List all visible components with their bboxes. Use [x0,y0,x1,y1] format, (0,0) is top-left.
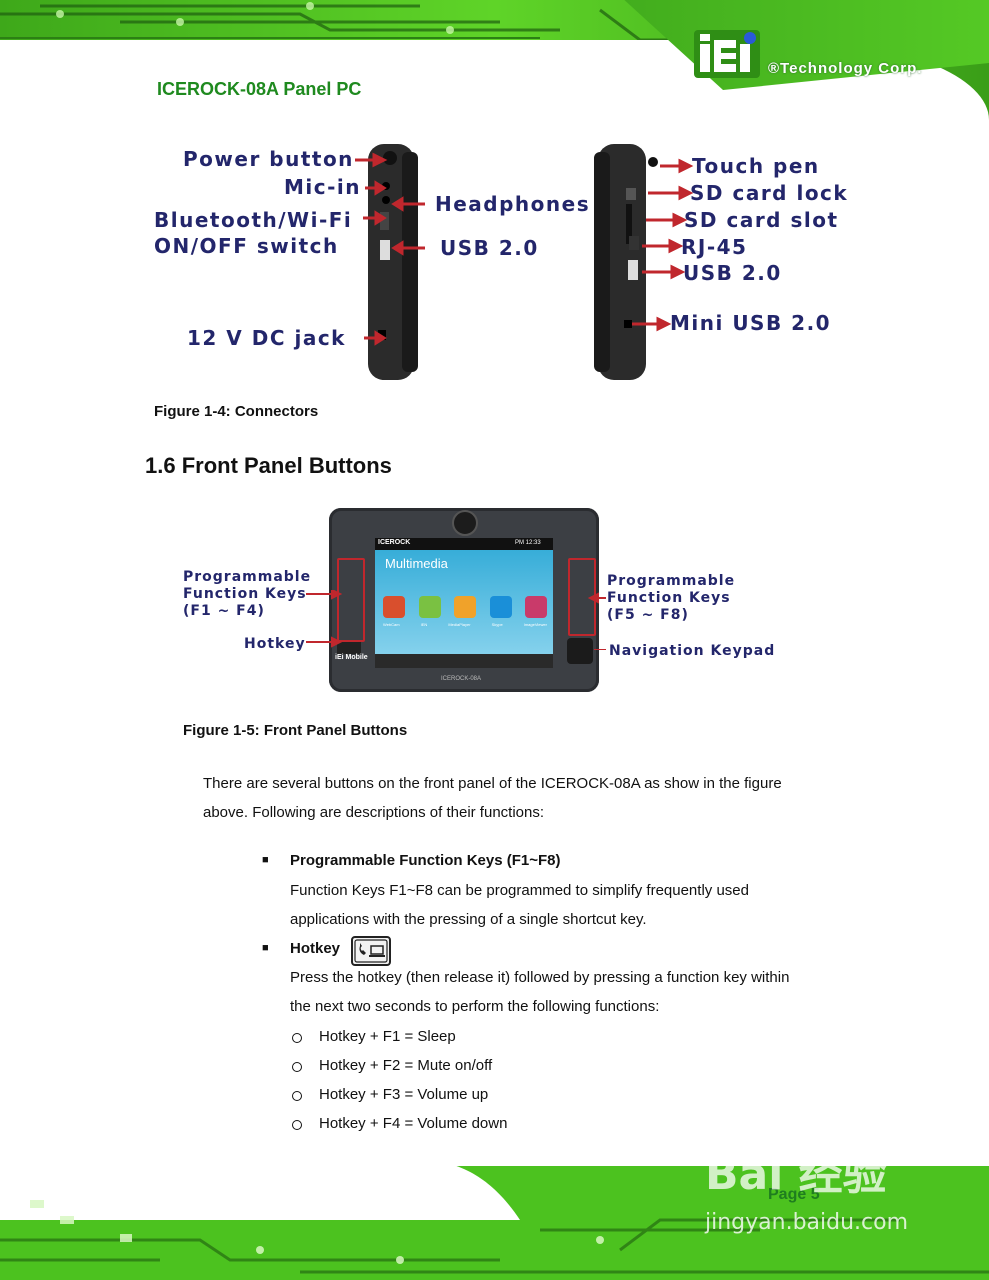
bullet-marker: ■ [262,942,269,954]
sub-bullet-circle [292,1091,302,1101]
screen-clock: PM 12:33 [515,540,541,546]
sub-bullet-circle [292,1033,302,1043]
sub-item-1: Hotkey + F1 = Sleep [319,1028,456,1045]
screen-app-row [383,596,547,626]
bullet2-line-2: the next two seconds to perform the foll… [290,998,660,1015]
figure-1-5-caption: Figure 1-5: Front Panel Buttons [183,722,408,739]
label-sd-card-slot: SD card slot [684,208,839,232]
baidu-watermark-url: jingyan.baidu.com [705,1210,909,1235]
hotkey-key-icon [351,936,391,971]
bullet2-title: Hotkey [290,940,341,957]
app-label: ImageViewer [523,622,547,627]
label-usb-left: USB 2.0 [440,236,539,260]
figure5-arrows [306,590,606,650]
sub-item-4: Hotkey + F4 = Volume down [319,1115,508,1132]
label-on-off-switch: ON/OFF switch [154,234,339,258]
section-heading: 1.6 Front Panel Buttons [145,453,392,478]
label-bluetooth-wifi: Bluetooth/Wi-Fi [154,208,353,232]
label-prog-keys-right-1: Programmable [607,573,736,589]
label-usb-right: USB 2.0 [683,261,782,285]
bullet2-line-1: Press the hotkey (then release it) follo… [290,969,790,986]
screen-taskbar [375,654,553,668]
app-label: Skype [491,622,503,627]
left-function-keys [337,558,365,642]
label-mic-in: Mic-in [284,175,362,199]
bezel-logo: iEi Mobile [335,654,368,661]
logo-company-name: ®Technology Corp. [768,60,923,77]
label-touch-pen: Touch pen [692,154,820,178]
app-label: WebCam [383,622,400,627]
label-hotkey: Hotkey [244,636,306,652]
sub-bullet-circle [292,1120,302,1130]
screen-brand: ICEROCK [378,539,411,546]
app-webcam-icon [383,596,405,618]
document-title: ICEROCK-08A Panel PC [157,79,362,99]
label-prog-keys-right-2: Function Keys [607,590,731,606]
sub-item-3: Hotkey + F3 = Volume up [319,1086,489,1103]
label-headphones: Headphones [435,192,591,216]
page-number: Page 5 [768,1186,820,1203]
bullet1-line-2: applications with the pressing of a sing… [290,911,647,928]
screen-app-title: Multimedia [385,556,448,571]
label-sd-card-lock: SD card lock [690,181,849,205]
panel-pc-front: iEi Mobile ICEROCK-08A ICEROCK PM 12:33 … [329,508,599,692]
label-rj45: RJ-45 [681,235,748,259]
figure-1-4-caption: Figure 1-4: Connectors [154,403,319,420]
label-power-button: Power button [183,147,354,171]
bullet1-line-1: Function Keys F1~F8 can be programmed to… [290,882,749,899]
screen: ICEROCK PM 12:33 Multimedia WebCam IEN M… [375,538,553,668]
intro-line-2: above. Following are descriptions of the… [203,804,545,821]
bullet-marker: ■ [262,854,269,866]
label-dc-jack: 12 V DC jack [187,326,346,350]
label-prog-keys-left-1: Programmable [183,569,312,585]
hotkey-button [337,642,361,654]
webcam-icon [452,510,478,536]
app-ien-icon [418,596,441,618]
app-mediaplayer-icon [454,596,476,618]
screen-app-labels: WebCam IEN MediaPlayer Skype ImageViewer [383,622,547,627]
figure-connectors [150,140,850,390]
app-skype-icon [489,596,512,618]
sub-bullet-circle [292,1062,302,1072]
app-imageviewer-icon [525,596,547,618]
label-prog-keys-left-2: Function Keys [183,586,307,602]
intro-line-1: There are several buttons on the front p… [203,775,782,792]
footer-circuit-band [0,1160,989,1280]
device-right-side [594,144,658,380]
bezel-model: ICEROCK-08A [441,676,482,682]
app-label: IEN [420,622,428,627]
baidu-watermark: Bai 经验 [705,1149,887,1200]
app-label: MediaPlayer [448,622,471,627]
bullet1-title: Programmable Function Keys (F1~F8) [290,852,561,869]
label-prog-keys-left-3: (F1 ~ F4) [183,603,265,619]
label-navigation-keypad: Navigation Keypad [609,643,776,659]
label-mini-usb: Mini USB 2.0 [670,311,832,335]
screen-status-bar [375,538,553,550]
navigation-keypad [567,638,593,664]
iei-logo [694,30,760,83]
sub-item-2: Hotkey + F2 = Mute on/off [319,1057,493,1074]
label-prog-keys-right-3: (F5 ~ F8) [607,607,689,623]
